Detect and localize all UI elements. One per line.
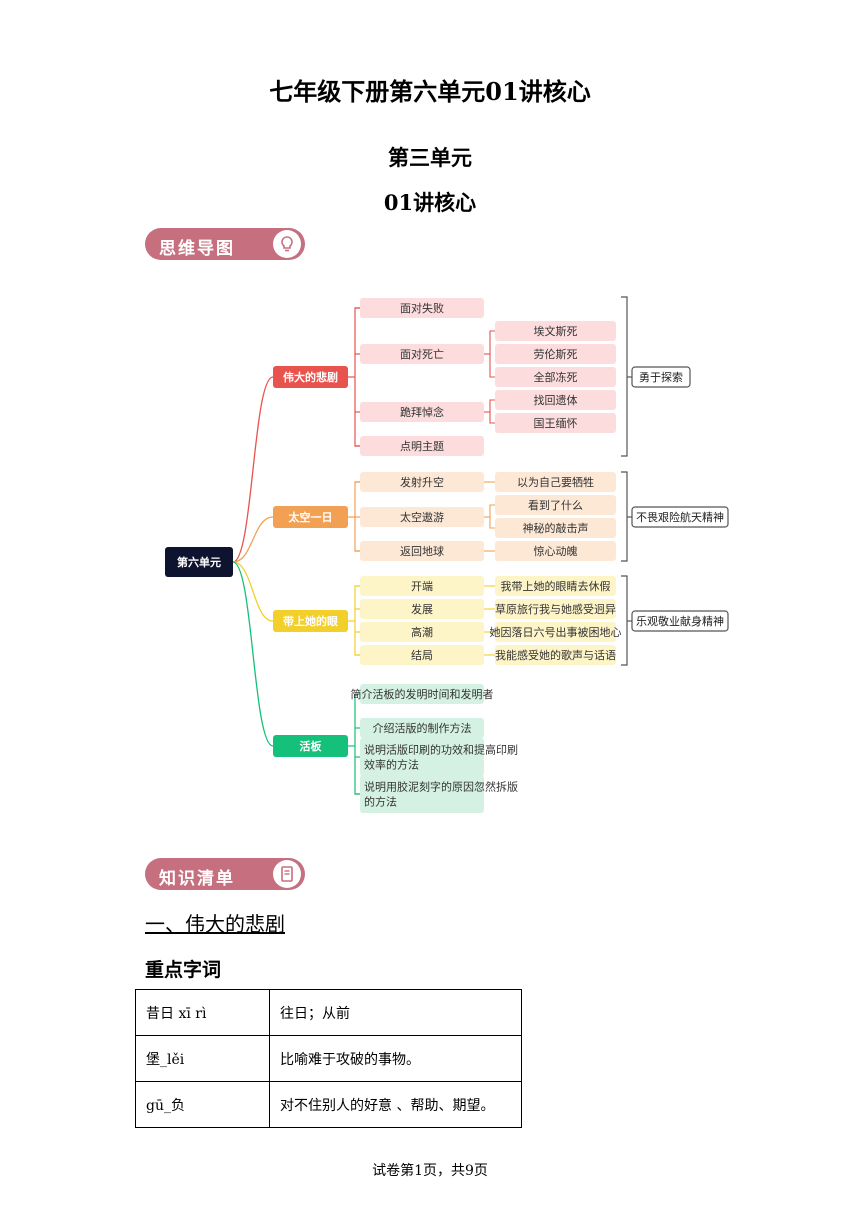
- mindmap-subitem: 她因落日六号出事被困地心: [490, 622, 622, 642]
- mindmap-item-label: 发展: [411, 602, 433, 616]
- mindmap-subitem: 国王缅怀: [495, 413, 616, 433]
- mindmap-branch: 带上她的眼: [273, 610, 348, 632]
- mindmap-subitem-label: 草原旅行我与她感受迥异: [495, 602, 616, 616]
- mindmap-subitem: 以为自己要牺牲: [495, 472, 616, 492]
- mindmap-item-label: 说明活版印刷的功效和提高印刷效率的方法: [364, 743, 518, 772]
- mindmap-subitem-label: 国王缅怀: [534, 416, 578, 430]
- mindmap-item: 结局: [360, 645, 484, 665]
- mindmap-subitem-label: 惊心动魄: [534, 544, 578, 558]
- vocab-word: 堡_lěi: [135, 1035, 270, 1082]
- mindmap-summary-label: 乐观敬业献身精神: [636, 614, 724, 628]
- mindmap-subitem-label: 看到了什么: [528, 498, 583, 512]
- mindmap-subitem-label: 以为自己要牺牲: [517, 475, 594, 489]
- mindmap-subitem: 埃文斯死: [495, 321, 616, 341]
- mindmap-branch: 伟大的悲剧: [273, 366, 348, 388]
- mindmap-subitem-label: 全部冻死: [534, 370, 578, 384]
- mindmap-branch-label: 活板: [300, 739, 323, 753]
- page-footer: 试卷第1页，共9页: [372, 1163, 488, 1179]
- knowledge-banner: 知识清单: [145, 858, 305, 890]
- mindmap-subitem-label: 找回遗体: [534, 393, 578, 407]
- mindmap-item: 发射升空: [360, 472, 484, 492]
- mindmap-item: 发展: [360, 599, 484, 619]
- mindmap-item-label: 太空遨游: [400, 510, 444, 524]
- table-row: 昔日 xī rì 往日；从前: [135, 989, 522, 1036]
- mindmap-subitem-label: 我能感受她的歌声与话语: [495, 648, 616, 662]
- mindmap-item-label: 跪拜悼念: [400, 405, 444, 419]
- mindmap-item: 说明用胶泥刻字的原因忽然拆版的方法: [360, 775, 518, 813]
- page-title: 七年级下册第六单元01讲核心: [269, 77, 591, 106]
- unit-heading: 第三单元: [388, 145, 472, 170]
- mindmap-subitem: 找回遗体: [495, 390, 616, 410]
- mindmap-subitem: 看到了什么: [495, 495, 616, 515]
- mindmap-summary-label: 勇于探索: [639, 370, 683, 384]
- mindmap-subitem: 全部冻死: [495, 367, 616, 387]
- section-title: 一、伟大的悲剧: [145, 912, 285, 936]
- mindmap-item-label: 返回地球: [400, 544, 444, 558]
- mindmap-subitem: 草原旅行我与她感受迥异: [495, 599, 616, 619]
- mindmap-item: 返回地球: [360, 541, 484, 561]
- mindmap-item: 跪拜悼念: [360, 402, 484, 422]
- mindmap-item: 太空遨游: [360, 507, 484, 527]
- mindmap-subitem: 神秘的敲击声: [495, 518, 616, 538]
- mindmap-item-label: 结局: [411, 649, 433, 662]
- mindmap-banner-label: 思维导图: [159, 239, 235, 259]
- vocab-word: 昔日 xī rì: [135, 989, 270, 1036]
- mindmap-subitem: 劳伦斯死: [495, 344, 616, 364]
- lightbulb-icon: [273, 230, 301, 258]
- table-row: gū_负 对不住别人的好意 、帮助、期望。: [135, 1081, 522, 1128]
- mindmap-item-label: 高潮: [411, 625, 433, 639]
- mindmap-branch-label: 带上她的眼: [283, 614, 338, 628]
- mindmap-root-label: 第六单元: [177, 555, 221, 569]
- table-row: 堡_lěi 比喻难于攻破的事物。: [135, 1035, 522, 1082]
- mindmap-item: 说明活版印刷的功效和提高印刷效率的方法: [360, 738, 518, 776]
- mindmap-subitem: 我带上她的眼睛去休假: [495, 576, 616, 596]
- mindmap-item-label: 面对死亡: [400, 347, 444, 361]
- mindmap-subitem-label: 劳伦斯死: [534, 347, 578, 361]
- vocab-meaning: 往日；从前: [269, 989, 522, 1036]
- mindmap-item: 介绍活版的制作方法: [360, 718, 484, 738]
- mindmap-subitem-label: 神秘的敲击声: [523, 521, 589, 535]
- mindmap-item-label: 点明主题: [400, 440, 444, 453]
- mindmap-item-label: 简介活板的发明时间和发明者: [351, 687, 494, 701]
- mindmap-item: 面对死亡: [360, 344, 484, 364]
- mindmap-item-label: 介绍活版的制作方法: [373, 721, 472, 735]
- mindmap-item: 高潮: [360, 622, 484, 642]
- mindmap-branch-label: 伟大的悲剧: [283, 370, 338, 384]
- mindmap-item-label: 开端: [411, 580, 433, 593]
- mindmap-summary: 不畏艰险航天精神: [631, 506, 729, 528]
- mindmap-item: 点明主题: [360, 436, 484, 456]
- mindmap-branch-label: 太空一日: [288, 510, 333, 524]
- mindmap-subitem-label: 我带上她的眼睛去休假: [501, 579, 611, 593]
- mindmap-branch: 活板: [273, 735, 348, 757]
- mindmap-summary-label: 不畏艰险航天精神: [636, 510, 724, 524]
- mindmap-item-label: 发射升空: [400, 475, 444, 489]
- vocab-table: 昔日 xī rì 往日；从前 堡_lěi 比喻难于攻破的事物。 gū_负 对不住…: [135, 989, 522, 1128]
- mindmap-summary: 勇于探索: [631, 366, 691, 388]
- mindmap-subitem: 我能感受她的歌声与话语: [495, 645, 616, 665]
- mindmap-banner: 思维导图: [145, 228, 305, 260]
- document-icon: [273, 860, 301, 888]
- mindmap-subitem-label: 她因落日六号出事被困地心: [490, 625, 622, 639]
- mindmap-item: 简介活板的发明时间和发明者: [351, 684, 494, 704]
- mindmap-item-label: 面对失败: [400, 301, 444, 315]
- lesson-heading: 01讲核心: [383, 190, 477, 215]
- mindmap-summary: 乐观敬业献身精神: [631, 610, 729, 632]
- mindmap-branch: 太空一日: [273, 506, 348, 528]
- vocab-word: gū_负: [135, 1081, 270, 1128]
- vocab-meaning: 对不住别人的好意 、帮助、期望。: [269, 1081, 522, 1128]
- mindmap-item: 面对失败: [360, 298, 484, 318]
- mindmap-item: 开端: [360, 576, 484, 596]
- vocab-meaning: 比喻难于攻破的事物。: [269, 1035, 522, 1082]
- mindmap-subitem-label: 埃文斯死: [534, 324, 578, 338]
- mindmap-root: 第六单元: [165, 547, 233, 577]
- mindmap-subitem: 惊心动魄: [495, 541, 616, 561]
- mindmap-item-label: 说明用胶泥刻字的原因忽然拆版的方法: [364, 780, 518, 809]
- subsection-title: 重点字词: [145, 959, 222, 981]
- knowledge-banner-label: 知识清单: [159, 869, 235, 889]
